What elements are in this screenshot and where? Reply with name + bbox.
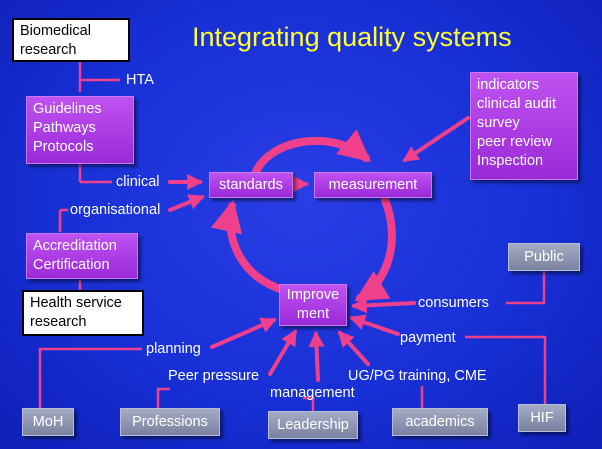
box-line: peer review <box>477 134 552 150</box>
payment-label: payment <box>400 330 456 346</box>
accreditation-box: Accreditation Certification <box>26 233 138 279</box>
box-line: Biomedical <box>20 23 91 39</box>
management-label: management <box>270 385 355 401</box>
box-line: research <box>30 314 87 330</box>
clinical-label: clinical <box>116 174 160 190</box>
hta-label: HTA <box>126 72 154 88</box>
box-line: indicators <box>477 77 540 93</box>
guidelines-box: Guidelines Pathways Protocols <box>26 96 134 164</box>
indicators-box: indicators clinical audit survey peer re… <box>470 72 578 180</box>
improvement-box: Improve ment <box>279 284 347 326</box>
professions-box: Professions <box>120 408 220 436</box>
box-line: Accreditation <box>33 238 117 254</box>
consumers-label: consumers <box>418 295 489 311</box>
box-line: Pathways <box>33 120 96 136</box>
organisational-label: organisational <box>70 202 161 218</box>
box-line: Guidelines <box>33 101 102 117</box>
hif-box: HIF <box>518 404 566 432</box>
box-line: Protocols <box>33 139 94 155</box>
box-line: clinical audit <box>477 96 556 112</box>
training-label: UG/PG training, CME <box>348 368 487 384</box>
page-title: Integrating quality systems <box>192 22 512 52</box>
box-line: Health service <box>30 295 122 311</box>
moh-box: MoH <box>22 408 74 436</box>
standards-box: standards <box>209 172 293 198</box>
box-line: Inspection <box>477 153 544 169</box>
public-box: Public <box>508 243 580 271</box>
box-line: ment <box>296 306 330 322</box>
box-line: survey <box>477 115 520 131</box>
measurement-box: measurement <box>314 172 432 198</box>
planning-label: planning <box>146 341 201 357</box>
biomedical-research-box: Biomedical research <box>12 18 130 62</box>
box-line: research <box>20 42 77 58</box>
peer-pressure-label: Peer pressure <box>168 368 260 384</box>
health-service-research-box: Health service research <box>22 290 144 336</box>
academics-box: academics <box>392 408 488 436</box>
leadership-box: Leadership <box>268 411 358 439</box>
box-line: Certification <box>33 257 110 273</box>
box-line: Improve <box>286 287 340 303</box>
